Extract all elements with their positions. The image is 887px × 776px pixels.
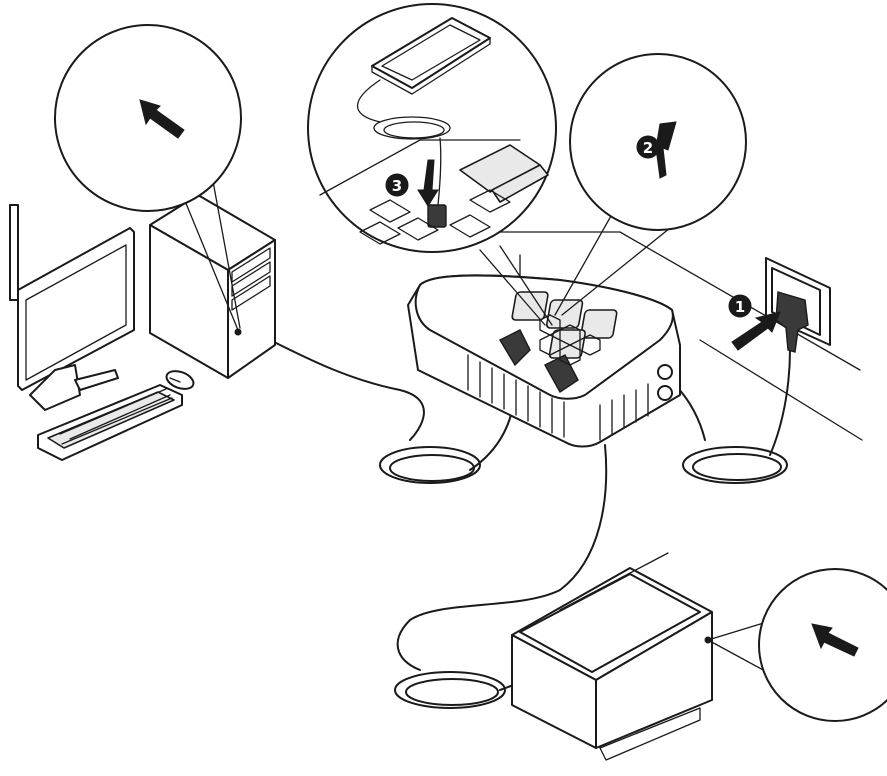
ups-honeycomb-vents	[539, 314, 601, 366]
step-1-wall-plug: 1	[728, 294, 781, 351]
keyboard	[37, 384, 183, 461]
step-1-label: 1	[735, 298, 745, 316]
printer	[511, 552, 713, 761]
mouse	[165, 370, 195, 390]
smartphone	[371, 17, 491, 95]
callout-ups-power-button: 2	[554, 53, 747, 316]
black-arrow-icon	[655, 121, 677, 179]
black-arrow-icon	[731, 311, 781, 351]
computer-tower	[149, 194, 276, 379]
step-2-label: 2	[643, 139, 653, 157]
callout-usb-charging: 3	[307, 3, 557, 326]
ups-unit	[407, 274, 681, 448]
callout-printer-power	[707, 568, 887, 722]
step-badge-1	[728, 294, 752, 318]
black-arrow-icon	[139, 99, 185, 139]
callout-computer-power	[54, 24, 242, 331]
black-arrow-icon	[417, 159, 439, 207]
step-badge-3	[385, 173, 409, 197]
step-3-label: 3	[392, 177, 402, 195]
ups-rear-sockets	[657, 364, 673, 401]
wall-outlet	[765, 257, 831, 353]
computer-monitor	[9, 204, 135, 411]
black-arrow-icon	[811, 623, 859, 657]
